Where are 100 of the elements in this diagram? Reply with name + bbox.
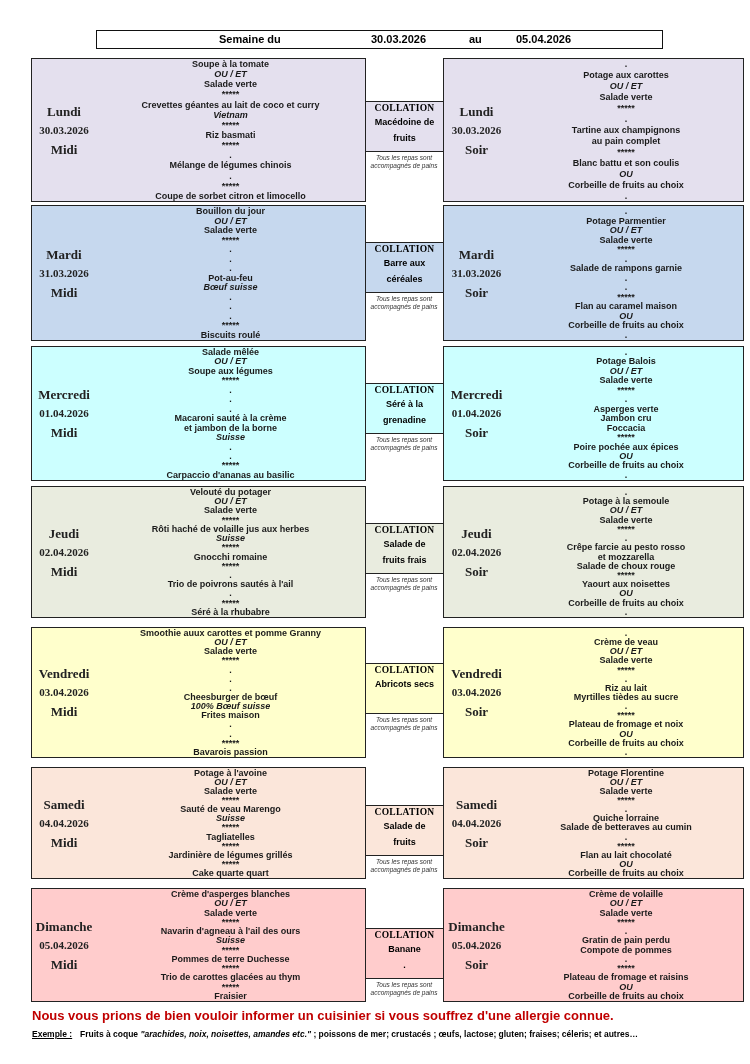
menu-item: ***** [221,543,240,553]
menu-item: Riz basmati [205,131,256,140]
menu-item: Velouté du potager [190,488,271,497]
menu-item: ***** [221,823,240,833]
menu-item: Myrtilles tièdes au sucre [573,693,679,702]
day-name: Mardi [458,245,495,264]
day-cell [443,58,510,202]
menu-item: Tartine aux champignons [571,126,681,135]
menu-item: ***** [221,598,240,608]
menu-item: ***** [617,665,635,675]
menu-item: . [624,283,628,293]
menu-item: Corbeille de fruits au choix [568,991,684,1001]
menu-item: ***** [221,181,240,191]
allergy-notice: Nous vous prions de bien vouloir informer un cuisinier si vous souffrez d'une allergie connue. [32,1008,614,1023]
meal-time: Soir [464,424,489,442]
menu-item: Riz au lait [605,683,647,693]
menu-item: . [229,452,232,461]
menu-item: Rôti haché de volaille jus aux herbes [151,524,310,534]
menu-item: Quiche lorraine [593,814,659,824]
menu-item: ***** [617,841,635,851]
date-text: 30.03.2026 [39,122,89,138]
menu-item: . [624,192,628,201]
menu-item: OU [619,452,633,461]
menu-item: Cake quarte quart [192,868,269,878]
menu-item: ***** [221,120,240,130]
menu-item: OU / ET [214,216,247,226]
day-cell [443,486,510,618]
day-name: Vendredi [38,665,90,683]
menu-item: Cheesburger de bœuf [183,693,278,702]
snack-heading: COLLATION [374,806,435,818]
menu-item: ***** [221,841,240,851]
menu-item: . [624,832,628,842]
menu-item: Plateau de fromage et raisins [563,973,689,983]
date-text: 04.04.2026 [451,815,502,831]
menu-item: . [624,488,628,497]
menu-item: . [624,115,628,124]
menu-item: Crème de volaille [588,890,663,899]
menu-item: . [229,442,232,452]
day-name: Dimanche [35,917,93,936]
menu-item: . [624,207,628,216]
snack-box [366,928,443,979]
menu-item: OU / ET [214,497,247,507]
menu-item: ***** [221,859,240,869]
menu-item: ***** [617,711,635,721]
menu-item: Frites maison [201,711,260,721]
menu-cell [96,486,366,618]
menu-item: OU / ET [609,506,643,516]
menu-item: ***** [221,321,240,331]
menu-item: Corbeille de fruits au choix [568,181,684,190]
menu-item: Yaourt aux noisettes [582,580,670,590]
menu-cell [96,888,366,1002]
menu-cell [509,888,744,1002]
day-cell [31,58,97,202]
menu-item: Soupe aux légumes [188,366,273,376]
menu-item: Blanc battu et son coulis [572,159,680,168]
week-header-bar [96,30,663,49]
menu-item: ***** [221,376,240,386]
meal-time: Midi [50,283,78,302]
date-text: 05.04.2026 [39,937,89,953]
snack-item: Banane [387,943,422,956]
menu-item: . [624,674,628,684]
menu-item: Mélange de légumes chinois [169,161,292,171]
menu-item: . [229,404,232,414]
meal-time: Soir [464,955,489,974]
menu-item: Jardinière de légumes grillés [168,850,293,860]
menu-item: et mozzarella [597,552,655,562]
date-text: 02.04.2026 [451,544,502,560]
menu-item: OU / ET [609,82,643,91]
snack-box [366,383,443,434]
menu-item: Gnocchi romaine [193,552,268,562]
menu-item: . [229,292,232,302]
menu-item: Flan au caramel maison [574,302,677,312]
menu-item: ***** [221,964,240,974]
menu-item: . [624,954,628,964]
meal-time: Soir [464,703,489,721]
menu-item: ***** [221,461,240,471]
menu-item: ***** [221,141,240,151]
menu-cell [96,767,366,879]
day-name: Mercredi [450,386,503,404]
menu-item: Salade verte [599,376,653,386]
menu-item: Suisse [216,936,245,946]
menu-item: Asperges verte [593,404,659,414]
menu-item: ***** [617,964,635,974]
menu-item: OU / ET [609,899,643,909]
snack-heading: COLLATION [374,664,435,676]
menu-item: OU [619,859,633,869]
menu-item: Suisse [216,433,245,443]
menu-cell [509,486,744,618]
day-cell [31,627,97,758]
date-text: 02.04.2026 [39,544,89,560]
menu-item: . [229,729,232,739]
menu-item: Macaroni sauté à la crème [174,414,287,424]
menu-item: ***** [221,561,240,571]
menu-item: . [624,747,628,757]
menu-item: Corbeille de fruits au choix [568,598,684,608]
day-cell [443,205,510,341]
menu-item: . [229,302,232,312]
menu-item: ***** [617,917,635,927]
meal-time: Midi [50,703,78,721]
day-cell [31,486,97,618]
